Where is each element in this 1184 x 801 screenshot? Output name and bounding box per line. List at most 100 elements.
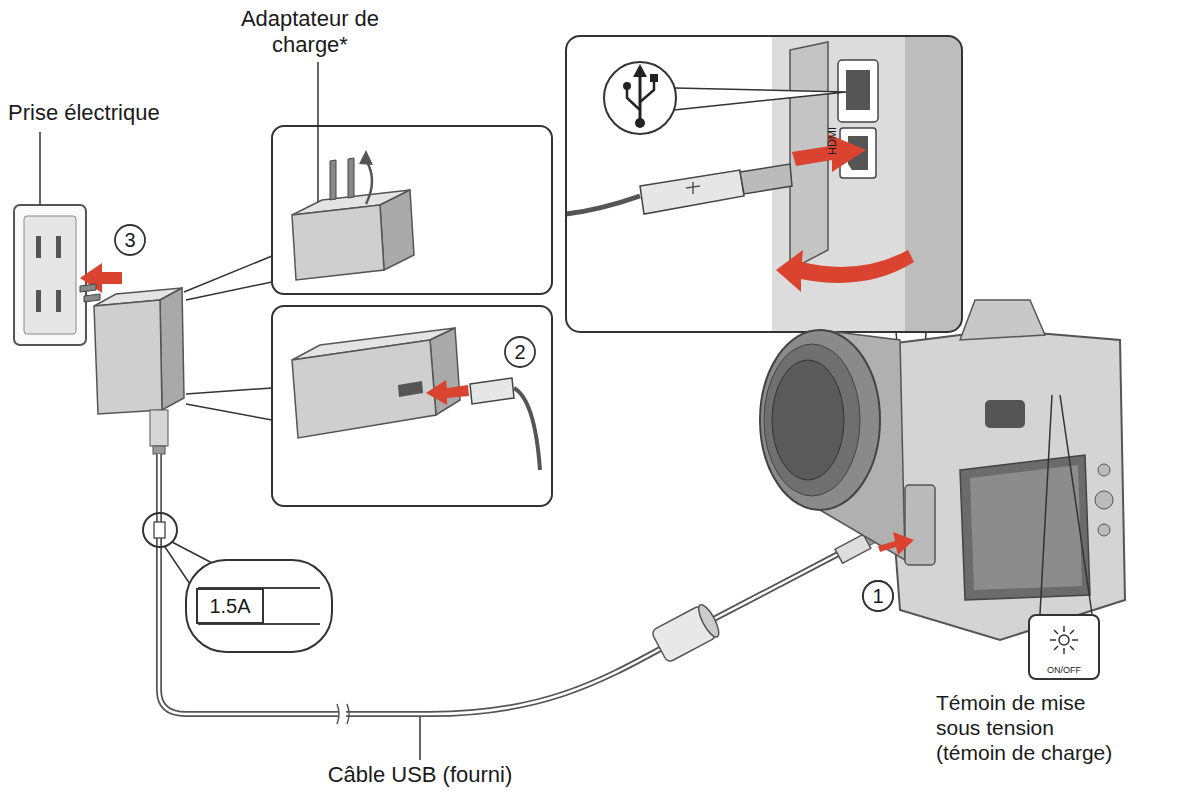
- wall-outlet-part: [36, 236, 41, 258]
- lamp-symbol-part: [1054, 630, 1058, 634]
- charging-adapter-part: [84, 294, 100, 302]
- lamp-symbol-part: [1063, 626, 1065, 632]
- charging-adapter-part: [150, 410, 168, 446]
- ferrite-core-part: [695, 602, 722, 639]
- lamp-symbol-part: [1070, 630, 1074, 634]
- port-inset-part: [740, 164, 792, 194]
- leader-line: [317, 62, 319, 202]
- charging-adapter-part: [160, 288, 184, 410]
- port-inset-part: [627, 82, 654, 110]
- callout-number: 1: [863, 581, 893, 611]
- inset-panel-part: [426, 380, 469, 405]
- lamp-symbol: [1050, 626, 1078, 654]
- red-arrow: [878, 532, 914, 555]
- camera-part: [880, 330, 1125, 640]
- port-inset-part: [639, 74, 642, 120]
- usb-cable-part: [337, 704, 349, 724]
- camera-part: [764, 344, 860, 496]
- wall-outlet-part: [36, 290, 41, 312]
- lamp-symbol-part: [1072, 639, 1078, 641]
- node-text: 1.5A: [209, 595, 250, 618]
- port-inset-part: [650, 74, 658, 82]
- leader-line: [1040, 395, 1092, 614]
- port-inset-part: [635, 118, 645, 128]
- port-inset-part: [846, 70, 870, 110]
- magnifier-part: [143, 513, 177, 547]
- usb-cable-part: [159, 454, 662, 714]
- red-arrow: [80, 263, 122, 293]
- magnifier-part: [186, 560, 332, 652]
- wall-outlet: [14, 205, 86, 345]
- inset-panel-part: [272, 126, 552, 294]
- port-inset-part: [623, 82, 631, 90]
- usb-cable-part: [708, 552, 842, 622]
- charging-adapter: [80, 284, 184, 454]
- part-label: Adaptateur de charge*: [235, 6, 385, 59]
- callout-number: 2: [505, 337, 535, 367]
- camera-part: [960, 455, 1090, 600]
- rating-box: 1.5A: [196, 588, 264, 624]
- lamp-symbol-part: [1054, 646, 1058, 650]
- camera: [760, 300, 1125, 640]
- inset-panel: [272, 126, 552, 294]
- port-label: HDMI: [825, 117, 839, 165]
- inset-panel: [272, 306, 552, 506]
- usb-cable-part: [708, 552, 842, 622]
- charging-adapter-part: [94, 300, 162, 414]
- part-label: Témoin de mise sous tension (témoin de c…: [936, 690, 1121, 766]
- port-inset-part: [640, 170, 744, 214]
- port-inset-part: [566, 36, 962, 332]
- callout-circle: [505, 337, 535, 367]
- port-inset-part: [686, 182, 700, 194]
- camera-part: [985, 400, 1025, 428]
- inset-panel-part: [398, 381, 423, 397]
- camera-part: [1098, 524, 1110, 536]
- callout-circle: [863, 581, 893, 611]
- port-inset-part: [776, 250, 914, 292]
- lamp-symbol-part: [1059, 635, 1069, 645]
- indicator-box: ON/OFF: [1028, 614, 1100, 680]
- charging-adapter-part: [80, 284, 96, 292]
- inset-panel-part: [359, 150, 373, 165]
- port-inset-part: [566, 36, 962, 332]
- inset-panel-part: [272, 306, 552, 506]
- usb-cable-part: [159, 454, 662, 714]
- ferrite-core: [651, 602, 723, 663]
- camera-part: [970, 465, 1082, 590]
- callout-number: 3: [115, 225, 145, 255]
- magnifier-part: [154, 522, 165, 538]
- charging-adapter-part: [153, 446, 165, 454]
- usb-cable: [159, 454, 842, 724]
- callout-circle: [505, 337, 535, 367]
- magnifier: [143, 513, 332, 652]
- port-inset: [566, 36, 962, 332]
- camera-part: [772, 360, 844, 480]
- wall-outlet-part: [56, 290, 61, 312]
- lamp-symbol-part: [1063, 648, 1065, 654]
- port-inset-part-part: [772, 36, 962, 332]
- inset-panel-part: [330, 160, 336, 200]
- camera-part: [760, 330, 880, 510]
- port-inset-part: [772, 36, 962, 332]
- node-text: ON/OFF: [1047, 665, 1081, 675]
- inset-panel-part: [366, 160, 372, 204]
- callout-circle: [863, 581, 893, 611]
- wall-outlet-part: [56, 236, 61, 258]
- port-inset-part: [674, 88, 846, 110]
- port-inset-part: [633, 64, 647, 77]
- port-inset-part-part: [905, 36, 962, 332]
- port-inset-part: [566, 196, 640, 214]
- inset-panel-part: [380, 190, 414, 270]
- leader-line: [419, 717, 421, 760]
- leader-line: [39, 132, 41, 205]
- camera-part: [1098, 464, 1110, 476]
- port-inset-part: [838, 60, 878, 122]
- camera-part: [960, 300, 1045, 340]
- lamp-symbol-part: [1070, 646, 1074, 650]
- part-label: Câble USB (fourni): [290, 762, 550, 788]
- wall-outlet-part: [24, 216, 76, 334]
- callout-circle: [115, 225, 145, 255]
